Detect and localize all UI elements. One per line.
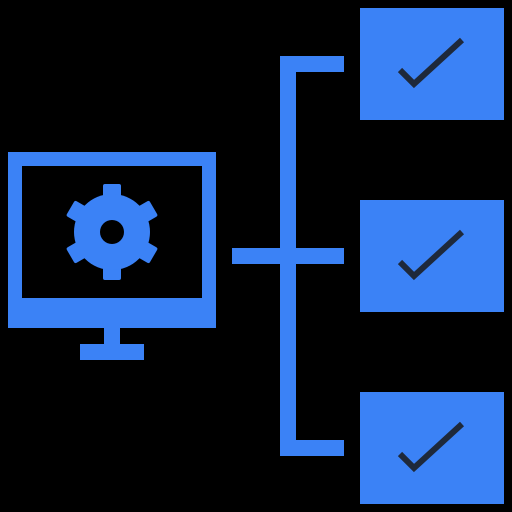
task-item-3 xyxy=(360,392,504,504)
check-icon xyxy=(397,229,465,281)
task-item-1 xyxy=(360,8,504,120)
gear-hole xyxy=(100,220,124,244)
gear-icon xyxy=(66,184,158,280)
monitor-neck xyxy=(104,328,120,344)
check-icon xyxy=(397,37,465,89)
connector-branch-bottom xyxy=(280,440,344,456)
check-icon xyxy=(397,421,465,473)
connector-lines xyxy=(232,56,344,456)
monitor-base xyxy=(80,344,144,360)
connector-vertical-bracket xyxy=(280,56,296,456)
task-item-2 xyxy=(360,200,504,312)
connector-branch-top xyxy=(280,56,344,72)
